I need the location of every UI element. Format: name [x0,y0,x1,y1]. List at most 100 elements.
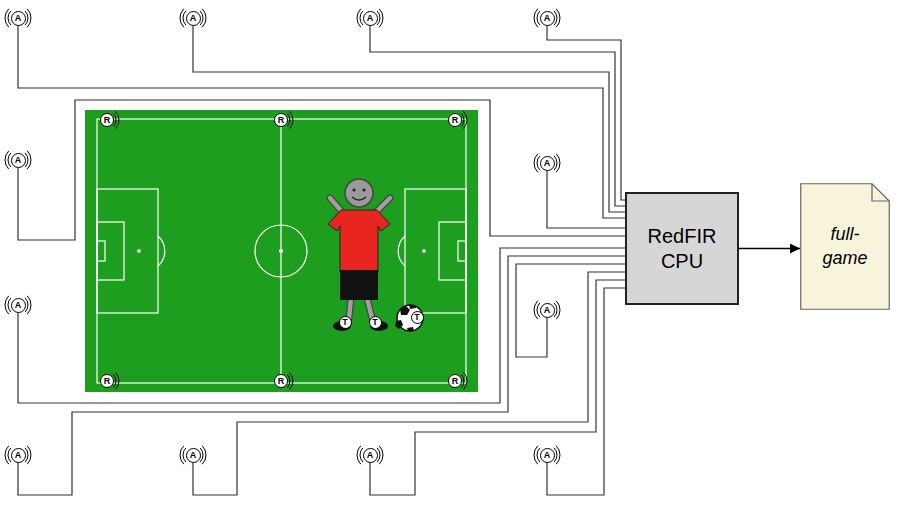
node-label: A [544,306,551,315]
radio-wave [115,112,119,129]
signal-wire [370,280,625,495]
radio-wave [463,112,467,129]
radio-wave [25,11,28,25]
document-fold [872,184,889,201]
transmitter-tag: T [369,316,382,329]
center-circle [255,225,307,277]
radio-wave [27,296,31,314]
antenna-symbol: A [540,448,555,463]
goal-area [97,222,124,280]
radio-wave [556,154,560,172]
leg [367,298,372,318]
node-label: A [190,451,197,460]
goal [458,241,466,261]
radio-wave [5,151,9,169]
node-label: full-game [814,223,876,270]
head [345,179,373,207]
signal-wire [18,26,625,219]
node-label: A [544,451,551,460]
transmitter-tag: T [411,311,424,324]
signal-wire [193,272,625,495]
node-label: A [15,301,22,310]
signal-wire [18,100,625,240]
antenna-symbol: A [540,156,555,171]
radio-wave [289,373,293,390]
penalty-spot [423,250,425,252]
eye [362,188,365,191]
receiver-tag: R [100,374,114,388]
node-label: A [15,451,22,460]
penalty-spot [138,250,140,252]
smile [352,197,366,200]
node-label: T [342,318,348,327]
node-label: A [367,14,374,23]
node-label: R [452,377,459,386]
receiver-tag: R [274,113,288,127]
node-label: RedFIR CPU [637,224,727,274]
radio-wave [200,448,203,462]
radio-wave [377,448,380,462]
document-page [801,184,890,310]
penalty-arc [398,236,405,266]
radio-wave [27,151,31,169]
soccer-field [85,110,478,392]
leg [349,298,351,318]
ball-patch [409,305,416,309]
radio-wave [556,301,560,319]
signal-wire [193,26,625,213]
ball-patch [400,306,410,315]
radio-waves [5,9,560,464]
antenna-symbol: A [186,11,201,26]
node-label: A [15,14,22,23]
node-label: R [278,377,285,386]
node-label: A [544,14,551,23]
radio-wave [5,9,9,27]
penalty-area [97,189,158,313]
node-label: A [15,156,22,165]
antenna-symbol: A [11,448,26,463]
player-figure [328,179,390,331]
node-label: A [190,14,197,23]
transmitter-tag: T [339,316,352,329]
goal [97,241,105,261]
radio-wave [379,9,383,27]
node-label: R [104,377,111,386]
receiver-tag: R [448,113,462,127]
radio-wave [27,9,31,27]
radio-wave [25,153,28,167]
radio-wave [5,296,9,314]
antenna-symbol: A [11,298,26,313]
radio-wave [25,448,28,462]
signal-wire [18,248,625,403]
radio-wave [180,446,184,464]
radio-wave [554,156,557,170]
document-shape: full-game [800,183,890,310]
radio-wave [534,9,538,27]
soccer-ball [395,305,423,331]
shorts [340,270,378,300]
radio-wave [534,154,538,172]
penalty-area [405,189,466,313]
eye [352,188,355,191]
signal-wire [547,288,625,495]
radio-wave [534,446,538,464]
center-spot [280,250,283,253]
radio-wave [357,446,361,464]
goal-area [439,222,466,280]
radio-wave [200,11,203,25]
radio-wave [377,11,380,25]
node-label: R [278,116,285,125]
penalty-arc [158,236,165,266]
node-label: T [372,318,378,327]
halfway-line [280,119,281,383]
leg [349,298,351,318]
radio-wave [115,373,119,390]
radio-wave [554,448,557,462]
arrow-connector [739,248,800,250]
antenna-symbol: A [363,11,378,26]
radio-wave [556,9,560,27]
radio-wave [289,112,293,129]
